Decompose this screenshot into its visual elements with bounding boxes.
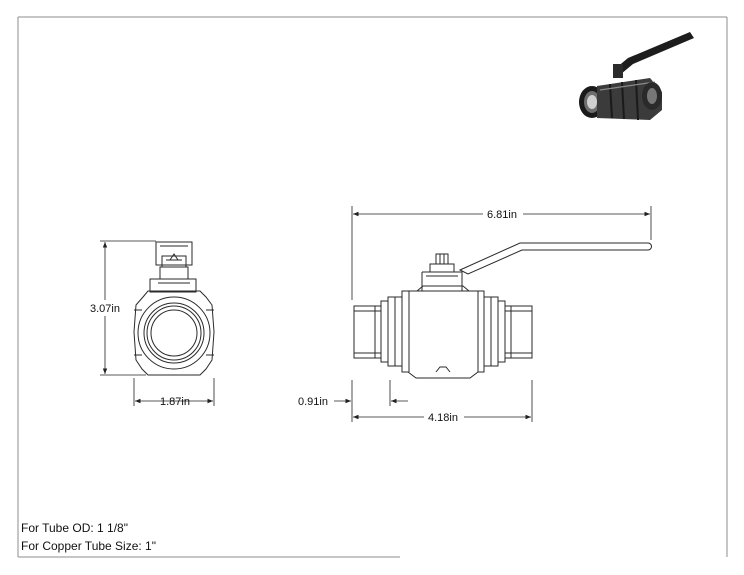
note-tube-od: For Tube OD: 1 1/8" [21, 521, 128, 535]
dim-end-length: 0.91in [298, 396, 328, 408]
dim-side-width: 1.87in [160, 396, 190, 408]
valve-end-view [133, 241, 215, 376]
valve-front-view [353, 242, 652, 379]
front-view-dimensions [334, 206, 652, 422]
label-bg [424, 410, 464, 424]
note-copper-size: For Copper Tube Size: 1" [21, 539, 156, 553]
valve-isometric-render [579, 32, 694, 121]
dim-overall-length: 6.81in [487, 209, 517, 221]
label-bg [86, 300, 124, 316]
dim-side-height: 3.07in [90, 303, 120, 315]
sheet-frame [17, 16, 728, 558]
end-view-dimensions [100, 240, 215, 406]
label-bg [483, 207, 523, 221]
dim-body-length: 4.18in [428, 412, 458, 424]
